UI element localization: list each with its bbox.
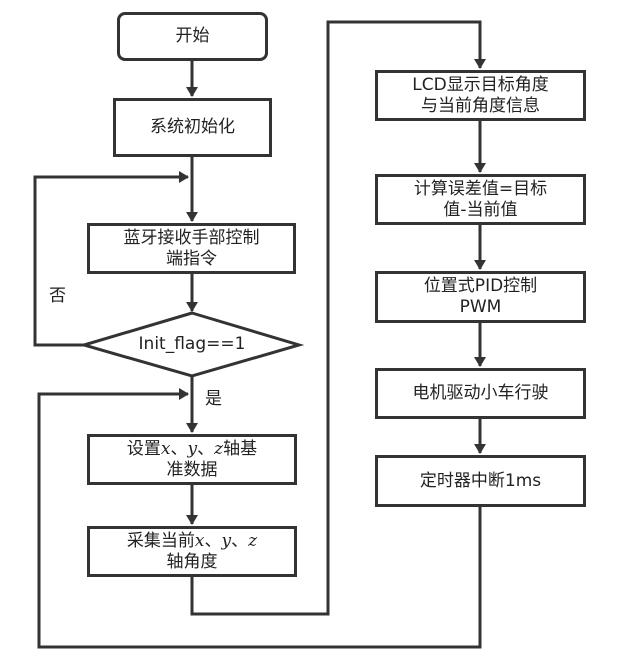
motor-drive-label: 电机驱动小车行驶 — [412, 383, 549, 403]
bluetooth-receive-line2: 端指令 — [166, 248, 217, 269]
set-baseline-node: 设置x、y、z轴基 准数据 — [87, 434, 297, 485]
start-node: 开始 — [117, 12, 268, 61]
collect-angle-node: 采集当前x、y、z 轴角度 — [87, 526, 297, 577]
pid-control-line1: 位置式PID控制 — [423, 276, 538, 296]
edge-timer-loop-back — [37, 388, 482, 649]
bluetooth-receive-node: 蓝牙接收手部控制 端指令 — [87, 223, 296, 274]
collect-angle-line1: 采集当前x、y、z — [126, 530, 258, 551]
start-label: 开始 — [175, 26, 210, 46]
system-init-node: 系统初始化 — [113, 98, 272, 157]
lcd-display-line1: LCD显示目标角度 — [412, 74, 549, 95]
set-baseline-line2: 准数据 — [166, 459, 218, 480]
edge-label-no: 否 — [49, 286, 66, 306]
motor-drive-node: 电机驱动小车行驶 — [375, 368, 586, 419]
set-baseline-line1: 设置x、y、z轴基 — [126, 438, 258, 459]
collect-angle-line2: 轴角度 — [166, 551, 218, 572]
edge-label-yes: 是 — [205, 389, 222, 409]
edge-decision-no-loop — [33, 171, 189, 347]
lcd-display-node: LCD显示目标角度 与当前角度信息 — [375, 70, 586, 121]
timer-interrupt-node: 定时器中断1ms — [375, 455, 586, 507]
calc-error-node: 计算误差值=目标 值-当前值 — [375, 174, 586, 225]
bluetooth-receive-line1: 蓝牙接收手部控制 — [123, 227, 260, 248]
decision-diamond — [78, 311, 305, 378]
calc-error-line1: 计算误差值=目标 — [413, 178, 548, 199]
pid-control-line2: PWM — [459, 297, 502, 317]
timer-interrupt-label: 定时器中断1ms — [419, 470, 542, 491]
pid-control-node: 位置式PID控制 PWM — [375, 271, 586, 323]
calc-error-line2: 值-当前值 — [443, 199, 518, 220]
decision-label: Init_flag==1 — [138, 334, 246, 354]
edge-collect-to-lcd — [190, 20, 486, 616]
system-init-label: 系统初始化 — [150, 117, 235, 137]
lcd-display-line2: 与当前角度信息 — [421, 95, 540, 116]
